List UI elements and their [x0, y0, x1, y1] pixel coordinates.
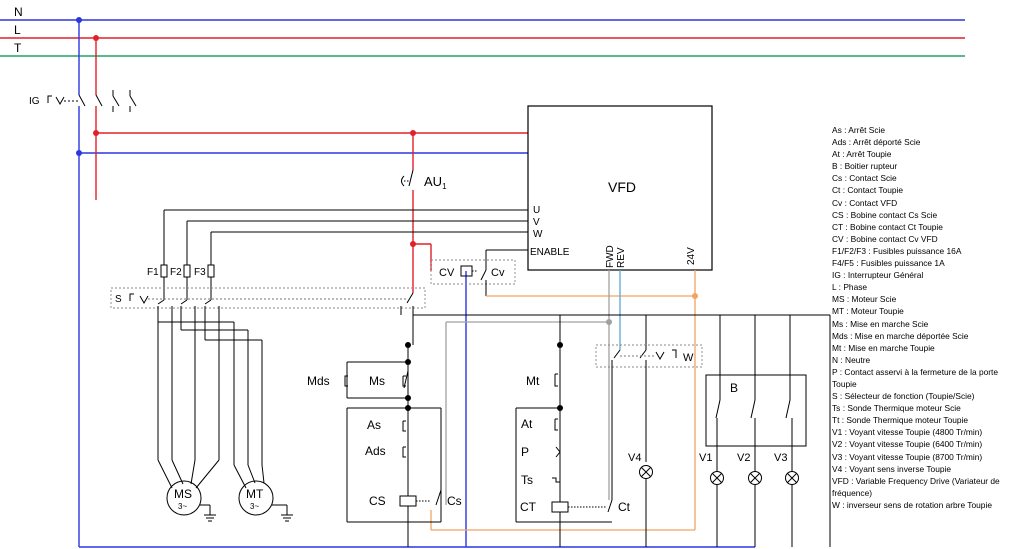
label-motor-ms: MS — [174, 487, 192, 501]
label-cs-contact: Cs — [447, 494, 462, 508]
label-mt: Mt — [526, 374, 540, 388]
legend-item: Mt : Mise en marche Toupie — [832, 342, 935, 353]
label-cs-coil: CS — [369, 494, 386, 508]
legend-item: CT : Bobine contact Ct Toupie — [832, 221, 943, 232]
label-v3: V3 — [774, 452, 787, 464]
label-f3: F3 — [194, 267, 206, 278]
cv-parts — [460, 265, 487, 296]
legend-item: Ads : Arrêt déporté Scie — [832, 137, 921, 148]
label-ct-coil: CT — [520, 500, 537, 514]
b-rupteur-box — [705, 374, 807, 447]
label-at: At — [521, 417, 533, 431]
legend-item: S : Sélecteur de fonction (Toupie/Scie) — [832, 391, 975, 402]
selector-s-contacts — [129, 292, 414, 465]
legend-item: V4 : Voyant sens inverse Toupie — [832, 463, 952, 474]
w-inverter-contacts — [611, 349, 677, 500]
signal-24v-wiring — [430, 270, 696, 531]
au-emergency-stop — [401, 169, 414, 187]
legend-item: V3 : Voyant vitesse Toupie (8700 Tr/min) — [832, 451, 983, 462]
motor-ms-wiring — [157, 459, 220, 522]
label-cv-coil: CV — [439, 267, 455, 279]
label-f2: F2 — [170, 267, 182, 278]
label-vfd-enable: ENABLE — [530, 247, 570, 258]
legend-item: At : Arrêt Toupie — [832, 149, 892, 160]
legend-item: VFD : Variable Frequency Drive (Variateu… — [832, 475, 1000, 498]
label-vfd-v: V — [533, 217, 540, 228]
legend-item: Ts : Sonde Thermique moteur Scie — [832, 403, 961, 414]
label-motor-ms-phase: 3~ — [178, 502, 187, 511]
vfd-uvw-wiring — [163, 209, 528, 270]
label-motor-mt-phase: 3~ — [250, 502, 259, 511]
component-labels: IG AU1 VFD U V W ENABLE FWD REV 24V F1 F… — [29, 96, 787, 514]
label-v4: V4 — [628, 452, 641, 464]
label-s: S — [115, 294, 122, 305]
label-vfd: VFD — [608, 179, 636, 195]
label-vfd-fwd: FWD — [605, 245, 616, 268]
legend-item: F1/F2/F3 : Fusibles puissance 16A — [832, 245, 962, 256]
pilot-lamps — [639, 446, 799, 547]
cv-frame — [430, 259, 516, 285]
legend-item: N : Neutre — [832, 354, 871, 365]
legend-item: F4/F5 : Fusibles puissance 1A — [832, 258, 945, 269]
label-vfd-w: W — [533, 229, 543, 240]
label-t: T — [14, 41, 22, 55]
label-ads: Ads — [365, 444, 386, 458]
legend-item: CV : Bobine contact Cv VFD — [832, 233, 938, 244]
label-w: W — [683, 352, 694, 364]
legend-item: As : Arrêt Scie — [832, 125, 886, 135]
label-vfd-24v: 24V — [686, 247, 697, 265]
scie-column — [344, 345, 442, 547]
label-au: AU1 — [424, 174, 447, 191]
legend-item: CS : Bobine contact Cs Scie — [832, 209, 938, 220]
legend-item: Ms : Mise en marche Scie — [832, 318, 929, 329]
label-vfd-rev: REV — [616, 247, 627, 268]
phase-wiring — [95, 38, 528, 293]
w-inverter-frame — [595, 344, 703, 368]
legend-item: Ct : Contact Toupie — [832, 185, 904, 196]
control-bus — [413, 314, 831, 547]
label-b: B — [730, 381, 738, 395]
label-f1: F1 — [147, 267, 159, 278]
label-vfd-u: U — [533, 205, 540, 216]
legend-item: Cs : Contact Scie — [832, 173, 897, 184]
label-v2: V2 — [737, 452, 750, 464]
label-motor-mt: MT — [246, 487, 264, 501]
label-l: L — [14, 23, 21, 37]
legend-item: B : Boitier rupteur — [832, 161, 898, 172]
b-contacts — [715, 375, 793, 446]
legend-item: W : inverseur sens de rotation arbre Tou… — [832, 499, 992, 510]
motor-mt-wiring — [233, 464, 293, 522]
label-mds: Mds — [307, 374, 330, 388]
legend-item: MS : Moteur Scie — [832, 294, 897, 305]
label-ms: Ms — [369, 374, 385, 388]
legend-item: Tt : Sonde Thermique moteur Toupie — [832, 415, 969, 426]
legend-item: IG : Interrupteur Général — [832, 270, 924, 281]
neutral-wiring — [78, 20, 755, 548]
label-cv-contact: Cv — [491, 267, 505, 279]
label-as: As — [367, 418, 381, 432]
fuses — [160, 264, 215, 300]
rail-labels: N L T — [14, 5, 23, 55]
toupie-column — [515, 345, 613, 547]
legend-item: V2 : Voyant vitesse Toupie (6400 Tr/min) — [832, 439, 983, 450]
legend-item: Cv : Contact VFD — [832, 197, 898, 208]
legend-item: P : Contact asservi à la fermeture de la… — [832, 366, 999, 389]
selector-s-frame — [110, 287, 426, 309]
label-ts: Ts — [521, 473, 533, 487]
legend-item: L : Phase — [832, 282, 868, 293]
legend-item: Mds : Mise en marche déportée Scie — [832, 330, 969, 341]
label-p: P — [521, 445, 529, 459]
legend-item: MT : Moteur Toupie — [832, 306, 904, 317]
ig-main-switch — [47, 90, 137, 112]
label-ct-contact: Ct — [618, 500, 631, 514]
fwd-rev-wiring — [445, 270, 621, 505]
junction-dots — [76, 17, 698, 411]
legend-item: V1 : Voyant vitesse Toupie (4800 Tr/min) — [832, 427, 983, 438]
label-n: N — [14, 5, 23, 19]
label-v1: V1 — [699, 452, 712, 464]
label-ig: IG — [29, 96, 40, 107]
